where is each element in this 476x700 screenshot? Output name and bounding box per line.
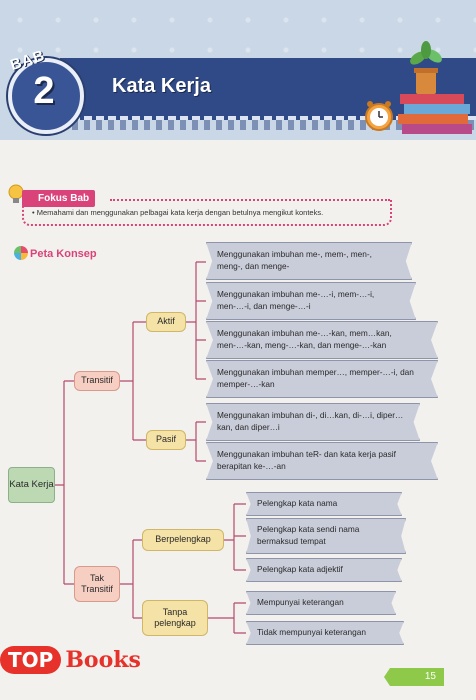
- logo-books: Books: [65, 647, 141, 673]
- chapter-number-badge: [8, 58, 84, 134]
- leaf-berpelengkap-1: Pelengkap kata nama: [246, 492, 402, 516]
- node-tak-transitif: Tak Transitif: [74, 566, 120, 602]
- connector-tak-transitif: [120, 539, 142, 619]
- logo-top: TOP: [0, 646, 62, 674]
- node-berpelengkap: Berpelengkap: [142, 529, 224, 551]
- connector-transitif: [120, 321, 146, 441]
- books-icon: [398, 94, 472, 134]
- node-pasif: Pasif: [146, 430, 186, 450]
- connector-root: [55, 380, 74, 585]
- chapter-header: BAB 2 Kata Kerja: [0, 0, 476, 140]
- leaf-pasif-1: Menggunakan imbuhan di-, di…kan, di-…i, …: [206, 403, 420, 441]
- chapter-title: Kata Kerja: [112, 75, 211, 97]
- topbooks-logo: TOP Books: [0, 646, 141, 674]
- leaf-aktif-4: Menggunakan imbuhan memper…, memper-…-i,…: [206, 360, 438, 398]
- connector-tanpa-pelengkap: [208, 602, 246, 634]
- connector-aktif: [186, 261, 206, 380]
- leaf-aktif-2: Menggunakan imbuhan me-…-i, mem-…-i, men…: [206, 282, 416, 320]
- fokus-divider: [110, 199, 390, 201]
- leaf-aktif-1: Menggunakan imbuhan me-, mem-, men-, men…: [206, 242, 412, 280]
- connector-berpelengkap: [224, 503, 246, 571]
- connector-pasif: [186, 421, 206, 462]
- page-number: 15: [384, 668, 444, 686]
- leaf-berpelengkap-2: Pelengkap kata sendi nama bermaksud temp…: [246, 518, 406, 554]
- clock-icon: [365, 101, 393, 131]
- leaf-berpelengkap-3: Pelengkap kata adjektif: [246, 558, 402, 582]
- chapter-number: 2: [33, 70, 55, 112]
- node-aktif: Aktif: [146, 312, 186, 332]
- node-tanpa-pelengkap: Tanpa pelengkap: [142, 600, 208, 636]
- leaf-tanpa-pelengkap-2: Tidak mempunyai keterangan: [246, 621, 404, 645]
- plant-icon: [410, 41, 442, 94]
- peta-konsep-title: Peta Konsep: [30, 248, 97, 260]
- leaf-tanpa-pelengkap-1: Mempunyai keterangan: [246, 591, 396, 615]
- fokus-box: [22, 200, 392, 226]
- fokus-item: Memahami dan menggunakan pelbagai kata k…: [32, 208, 323, 217]
- fokus-bab-label: Bab: [70, 193, 90, 204]
- fokus-bab-tag: Fokus Bab: [22, 190, 96, 207]
- globe-icon: [14, 246, 28, 260]
- leaf-pasif-2: Menggunakan imbuhan teR- dan kata kerja …: [206, 442, 438, 480]
- node-transitif: Transitif: [74, 371, 120, 391]
- fokus-label: Fokus: [38, 193, 68, 204]
- node-kata-kerja: Kata Kerja: [8, 467, 55, 503]
- leaf-aktif-3: Menggunakan imbuhan me-…-kan, mem…kan, m…: [206, 321, 438, 359]
